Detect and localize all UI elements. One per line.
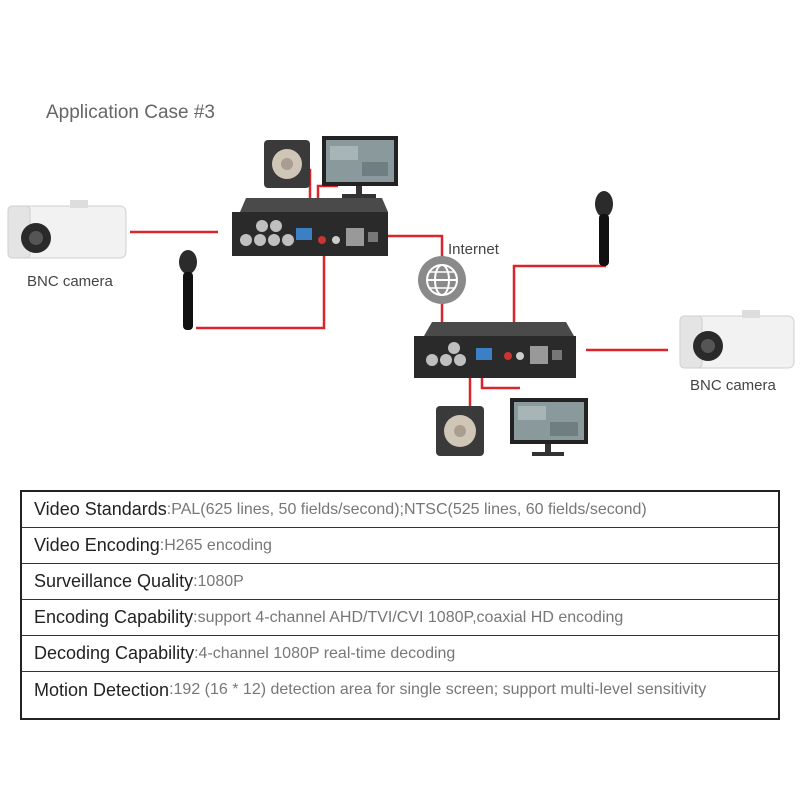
left-speaker-icon <box>264 140 310 188</box>
right-speaker-icon <box>436 406 484 456</box>
right-monitor-icon <box>510 398 588 456</box>
spec-row-encoding-capability: Encoding Capability:support 4-channel AH… <box>22 600 778 636</box>
internet-globe-icon <box>418 256 466 304</box>
left-monitor-icon <box>322 136 398 198</box>
spec-value: H265 encoding <box>164 536 272 554</box>
spec-value: 1080P <box>197 572 244 590</box>
application-diagram: BNC camera <box>7 136 795 456</box>
spec-value: 4-channel 1080P real-time decoding <box>198 644 456 662</box>
left-camera-label: BNC camera <box>27 273 114 290</box>
spec-label: Video Standards <box>34 499 167 519</box>
spec-label: Encoding Capability <box>34 607 194 627</box>
left-microphone-icon <box>179 250 197 330</box>
right-camera-label: BNC camera <box>690 377 777 394</box>
left-encoder-device-icon <box>232 198 388 256</box>
spec-label: Decoding Capability <box>34 643 195 663</box>
right-microphone-icon <box>595 191 613 266</box>
spec-row-motion-detection: Motion Detection:192 (16 * 12) detection… <box>34 679 707 700</box>
right-camera-icon <box>679 310 795 369</box>
connection-lines <box>130 168 668 410</box>
spec-row-decoding-capability: Decoding Capability:4-channel 1080P real… <box>22 636 778 672</box>
right-decoder-device-icon <box>414 322 576 378</box>
page-title: Application Case #3 <box>46 102 215 123</box>
spec-value: 192 (16 * 12) detection area for single … <box>173 681 707 698</box>
specifications-table: Video Standards:PAL(625 lines, 50 fields… <box>20 490 780 720</box>
spec-value: support 4-channel AHD/TVI/CVI 1080P,coax… <box>197 608 624 626</box>
spec-row-surveillance-quality: Surveillance Quality:1080P <box>22 564 778 600</box>
spec-label: Motion Detection <box>34 679 170 700</box>
spec-label: Video Encoding <box>34 535 160 555</box>
spec-row-video-encoding: Video Encoding:H265 encoding <box>22 528 778 564</box>
spec-value: PAL(625 lines, 50 fields/second);NTSC(52… <box>171 500 647 518</box>
spec-label: Surveillance Quality <box>34 571 194 591</box>
internet-label: Internet <box>448 241 500 258</box>
left-camera-icon <box>7 200 127 259</box>
spec-row-video-standards: Video Standards:PAL(625 lines, 50 fields… <box>22 492 778 528</box>
